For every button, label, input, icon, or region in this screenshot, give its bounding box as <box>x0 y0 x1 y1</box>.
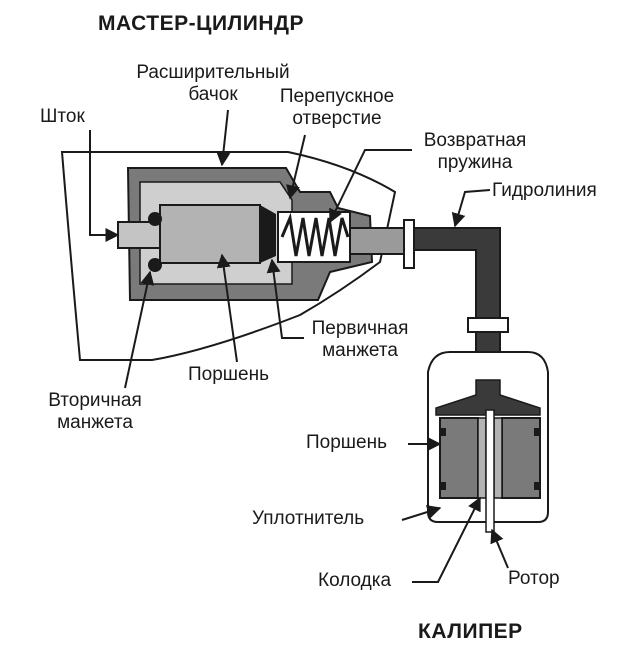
rotor-disc <box>485 409 495 533</box>
leader-rotor <box>490 528 509 569</box>
label-seal: Уплотнитель <box>252 508 365 529</box>
master-cylinder-title: МАСТЕР-ЦИЛИНДР <box>98 12 305 35</box>
leader-reservoir <box>216 109 231 167</box>
brake-pad-left <box>477 417 487 499</box>
caliper-seal-right-top <box>534 428 540 436</box>
caliper-fluid <box>435 379 541 416</box>
leader-master-piston <box>216 253 238 363</box>
secondary-seal-top <box>148 212 162 226</box>
label-primary-line1: Первичная <box>311 318 409 339</box>
label-primary-cup: Первичная манжета <box>300 318 420 362</box>
label-rod: Шток <box>40 106 85 127</box>
label-bypass-line1: Перепускное <box>279 86 395 107</box>
caliper-piston-left <box>439 417 479 499</box>
label-bypass: Перепускное отверстие <box>262 86 412 130</box>
caliper-title: КАЛИПЕР <box>418 620 523 643</box>
label-hydraulic-line: Гидролиния <box>492 180 597 201</box>
caliper-piston-right <box>501 417 541 499</box>
leader-seal <box>401 505 442 521</box>
line-coupling <box>467 317 509 333</box>
leader-primary-cup <box>266 258 304 339</box>
label-spring-line1: Возвратная <box>423 130 527 151</box>
caliper-seal-left-bottom <box>440 482 446 490</box>
label-bypass-line2: отверстие <box>292 108 382 129</box>
label-spring: Возвратная пружина <box>410 130 540 174</box>
leader-rod <box>89 130 120 242</box>
label-pad: Колодка <box>318 570 392 591</box>
master-outlet <box>349 227 411 255</box>
leader-spring <box>329 149 412 224</box>
label-primary-line2: манжета <box>322 340 398 361</box>
line-fitting <box>403 219 415 269</box>
return-spring <box>280 212 350 257</box>
caliper-seal-right-bottom <box>534 482 540 490</box>
leader-line <box>451 189 491 228</box>
secondary-seal-bottom <box>148 258 162 272</box>
brake-pad-right <box>493 417 503 499</box>
label-rotor: Ротор <box>508 568 560 589</box>
label-reservoir: Расширительный бачок <box>118 62 308 106</box>
leader-lines <box>89 109 509 583</box>
hydraulic-line <box>413 227 501 319</box>
label-master-piston: Поршень <box>188 364 269 385</box>
master-piston <box>159 204 261 264</box>
label-caliper-piston: Поршень <box>306 432 387 453</box>
label-reservoir-line2: бачок <box>188 84 238 105</box>
leader-secondary-seal <box>124 270 155 389</box>
leader-pad <box>412 496 481 583</box>
label-spring-line2: пружина <box>437 152 513 173</box>
caliper-seal-left-top <box>440 428 446 436</box>
label-reservoir-line1: Расширительный <box>136 62 290 83</box>
label-secondary-line2: манжета <box>57 412 133 433</box>
label-secondary-cup: Вторичная манжета <box>30 390 160 434</box>
label-secondary-line1: Вторичная <box>48 390 142 411</box>
primary-cup <box>260 205 276 263</box>
leader-bypass <box>286 134 306 200</box>
